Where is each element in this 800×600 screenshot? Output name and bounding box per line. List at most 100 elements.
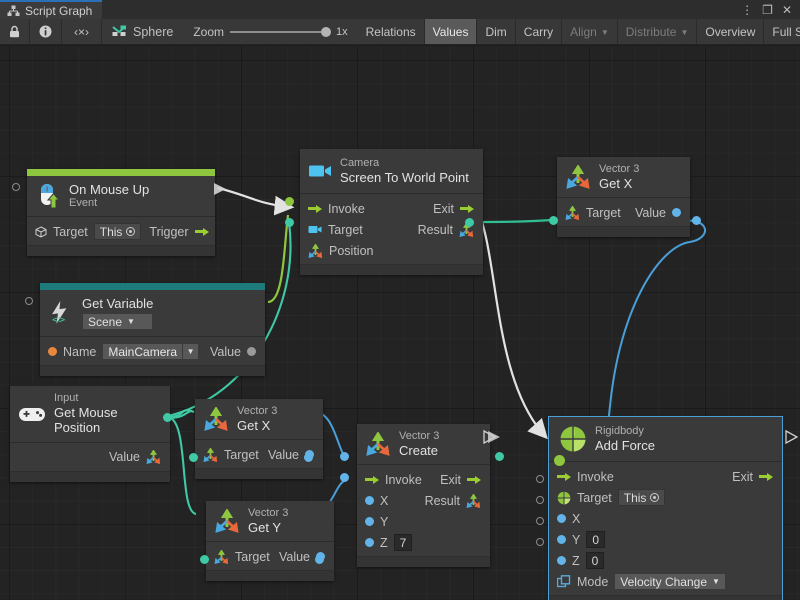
port-dot-value[interactable]: [247, 347, 256, 356]
port-dot-create-y-in[interactable]: [340, 473, 349, 482]
port-target[interactable]: Target: [203, 448, 259, 462]
port-dot-gety-mid-value-out[interactable]: [315, 555, 324, 564]
align-dropdown[interactable]: Align ▼: [562, 19, 618, 44]
y-value-field[interactable]: 0: [586, 531, 605, 548]
carry-button[interactable]: Carry: [516, 19, 562, 44]
port-target[interactable]: Target: [214, 550, 270, 564]
port-dot-getx-mid-value-out[interactable]: [304, 453, 313, 462]
port-dot-getx-top-target[interactable]: [549, 216, 558, 225]
port-z[interactable]: Z 0: [557, 552, 604, 569]
port-target[interactable]: Target: [308, 223, 363, 237]
tab-script-graph[interactable]: Script Graph: [0, 0, 102, 19]
port-dot-camera-position[interactable]: [285, 218, 294, 227]
external-port-addforce-z[interactable]: [536, 517, 544, 525]
port-target[interactable]: Target This: [557, 489, 665, 506]
port-dot-mouse-position-value-out[interactable]: [163, 413, 172, 422]
node-vector3-get-y-mid[interactable]: Vector 3 Get Y Target: [206, 501, 334, 581]
port-invoke[interactable]: Invoke: [308, 202, 365, 216]
flow-arrow-icon[interactable]: [365, 475, 379, 485]
distribute-dropdown[interactable]: Distribute ▼: [618, 19, 698, 44]
dim-button[interactable]: Dim: [477, 19, 515, 44]
target-value-chip[interactable]: This: [94, 223, 142, 240]
code-view-button[interactable]: ‹×›: [62, 19, 102, 44]
port-invoke[interactable]: Invoke: [557, 470, 614, 484]
node-get-variable[interactable]: <> Get Variable Scene ▼ Name: [40, 283, 265, 376]
node-input-get-mouse-position[interactable]: Input Get Mouse Position Value: [10, 386, 170, 482]
external-port-on-mouse-up-target[interactable]: [12, 183, 20, 191]
port-dot-getx-top-value-out[interactable]: [692, 216, 701, 225]
port-x[interactable]: X: [365, 494, 388, 508]
port-dot-y[interactable]: [557, 535, 566, 544]
port-dot-addforce-target[interactable]: [554, 455, 565, 466]
zoom-control[interactable]: Zoom 1x: [183, 19, 357, 44]
port-position[interactable]: Position: [308, 244, 373, 258]
port-dot-gety-mid-target[interactable]: [200, 555, 209, 564]
relations-button[interactable]: Relations: [358, 19, 425, 44]
z-value-field[interactable]: 0: [586, 552, 605, 569]
flow-arrow-icon[interactable]: [467, 475, 481, 485]
port-result[interactable]: Result: [425, 494, 481, 508]
target-object-chip[interactable]: Sphere: [102, 19, 183, 44]
external-port-addforce-y[interactable]: [536, 496, 544, 504]
port-y[interactable]: Y: [365, 515, 388, 529]
port-dot-name[interactable]: [48, 347, 57, 356]
zoom-slider-knob[interactable]: [321, 27, 331, 37]
port-trigger[interactable]: Trigger: [149, 225, 208, 239]
port-dot-camera-result[interactable]: [465, 218, 474, 227]
port-exit[interactable]: Exit: [732, 470, 773, 484]
port-dot-camera-target[interactable]: [285, 197, 294, 206]
port-value[interactable]: Value: [210, 345, 256, 359]
node-rigidbody-add-force[interactable]: Rigidbody Add Force Invoke Exit: [549, 417, 782, 600]
port-exit[interactable]: Exit: [433, 202, 474, 216]
chevron-down-icon[interactable]: ▼: [182, 343, 199, 360]
fullscreen-button[interactable]: Full Screen: [764, 19, 800, 44]
node-camera-screen-to-world-point[interactable]: Camera Screen To World Point Invoke Exit: [300, 149, 483, 275]
port-dot-create-result-out[interactable]: [495, 452, 504, 461]
variable-scope-dropdown[interactable]: Scene ▼: [82, 313, 153, 330]
flow-arrow-icon[interactable]: [460, 204, 474, 214]
flow-arrow-icon[interactable]: [195, 227, 209, 237]
flow-arrow-icon[interactable]: [557, 472, 571, 482]
window-close-button[interactable]: ✕: [782, 4, 792, 16]
flow-arrow-icon[interactable]: [308, 204, 322, 214]
port-exit[interactable]: Exit: [440, 473, 481, 487]
node-vector3-get-x-mid[interactable]: Vector 3 Get X Target: [195, 399, 323, 479]
node-vector3-create[interactable]: Vector 3 Create Invoke Exit: [357, 424, 490, 567]
external-port-addforce-mode[interactable]: [536, 538, 544, 546]
port-dot-x[interactable]: [557, 514, 566, 523]
object-picker-icon[interactable]: [126, 227, 135, 236]
port-target[interactable]: Target: [565, 206, 621, 220]
port-x[interactable]: X: [557, 512, 580, 526]
node-on-mouse-up[interactable]: On Mouse Up Event Target: [27, 169, 215, 256]
target-value-chip[interactable]: This: [618, 489, 666, 506]
z-value-field[interactable]: 7: [394, 534, 413, 551]
values-button[interactable]: Values: [425, 19, 478, 44]
port-dot-create-x-in[interactable]: [340, 452, 349, 461]
info-button[interactable]: [30, 19, 62, 44]
variable-name-dropdown[interactable]: MainCamera ▼: [102, 343, 199, 360]
port-name[interactable]: Name MainCamera ▼: [48, 343, 199, 360]
force-mode-dropdown[interactable]: Velocity Change ▼: [614, 573, 726, 590]
window-menu-button[interactable]: ⋮: [741, 4, 753, 16]
port-dot-z[interactable]: [365, 538, 374, 547]
port-dot-getx-mid-target[interactable]: [189, 453, 198, 462]
port-dot-value[interactable]: [672, 208, 681, 217]
window-maximize-button[interactable]: ❐: [762, 4, 773, 16]
node-vector3-get-x-top[interactable]: Vector 3 Get X Target: [557, 157, 690, 237]
object-picker-icon[interactable]: [650, 493, 659, 502]
port-z[interactable]: Z 7: [365, 534, 412, 551]
external-port-get-variable-name[interactable]: [25, 297, 33, 305]
port-dot-z[interactable]: [557, 556, 566, 565]
port-dot-y[interactable]: [365, 517, 374, 526]
lock-button[interactable]: [0, 19, 30, 44]
port-dot-x[interactable]: [365, 496, 374, 505]
port-y[interactable]: Y 0: [557, 531, 605, 548]
port-invoke[interactable]: Invoke: [365, 473, 422, 487]
port-value[interactable]: Value: [109, 450, 161, 464]
external-port-addforce-x[interactable]: [536, 475, 544, 483]
zoom-slider[interactable]: [230, 26, 330, 38]
port-value[interactable]: Value: [635, 206, 681, 220]
port-target[interactable]: Target This: [35, 223, 141, 240]
graph-canvas[interactable]: On Mouse Up Event Target: [0, 46, 800, 600]
port-mode[interactable]: Mode Velocity Change ▼: [557, 573, 726, 590]
